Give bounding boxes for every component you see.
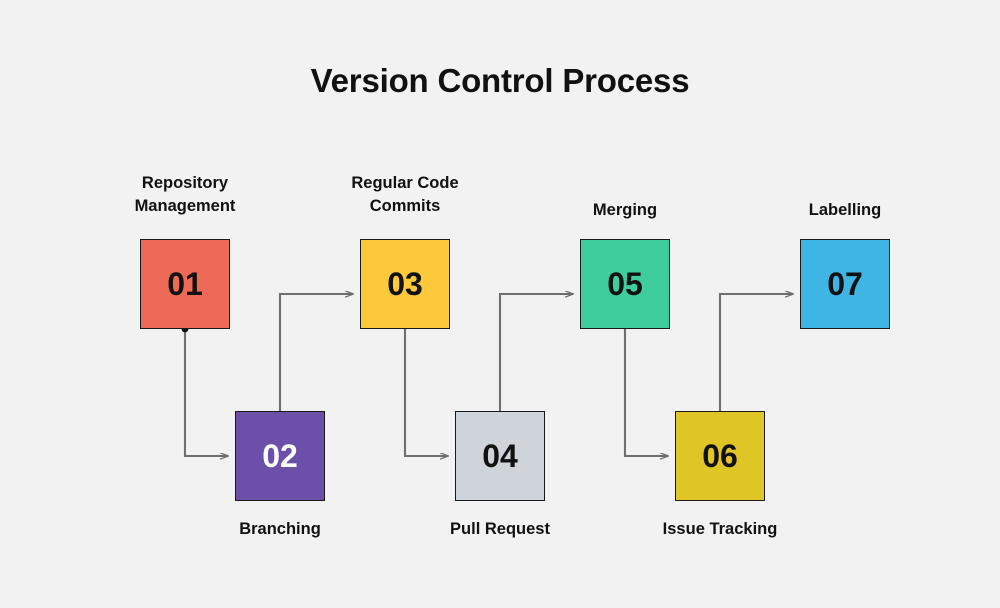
step-label-07: Labelling [808, 201, 882, 219]
connector-06-to-07 [718, 294, 793, 411]
connector-05-to-06 [623, 329, 668, 456]
step-caption-01: Repository Management [95, 172, 275, 219]
step-label-06: Issue Tracking [662, 520, 778, 538]
connector-02-to-03 [278, 294, 353, 411]
step-box-07[interactable]: 07 [800, 239, 890, 329]
page-title: Version Control Process [310, 62, 690, 99]
step-label-03: Regular Code Commits [351, 174, 459, 216]
step-box-03[interactable]: 03 [360, 239, 450, 329]
step-number-06: 06 [702, 437, 738, 474]
step-box-02[interactable]: 02 [235, 411, 325, 501]
step-box-01[interactable]: 01 [140, 239, 230, 329]
step-caption-05: Merging [535, 199, 715, 222]
step-caption-04: Pull Request [410, 518, 590, 541]
step-box-04[interactable]: 04 [455, 411, 545, 501]
step-label-01: Repository Management [134, 174, 236, 216]
step-label-05: Merging [592, 201, 658, 219]
step-number-02: 02 [262, 437, 298, 474]
step-number-05: 05 [607, 265, 643, 302]
step-caption-03: Regular Code Commits [318, 172, 492, 219]
step-box-06[interactable]: 06 [675, 411, 765, 501]
connector-04-to-05 [498, 294, 573, 411]
step-box-05[interactable]: 05 [580, 239, 670, 329]
step-caption-07: Labelling [755, 199, 935, 222]
step-caption-06: Issue Tracking [625, 518, 815, 541]
step-label-02: Branching [239, 520, 321, 538]
connector-01-to-02 [181, 325, 228, 456]
step-caption-02: Branching [190, 518, 370, 541]
connector-03-to-04 [403, 329, 448, 456]
step-number-03: 03 [387, 265, 423, 302]
step-label-04: Pull Request [450, 520, 550, 538]
step-number-07: 07 [827, 265, 863, 302]
step-number-04: 04 [482, 437, 518, 474]
step-number-01: 01 [167, 265, 203, 302]
